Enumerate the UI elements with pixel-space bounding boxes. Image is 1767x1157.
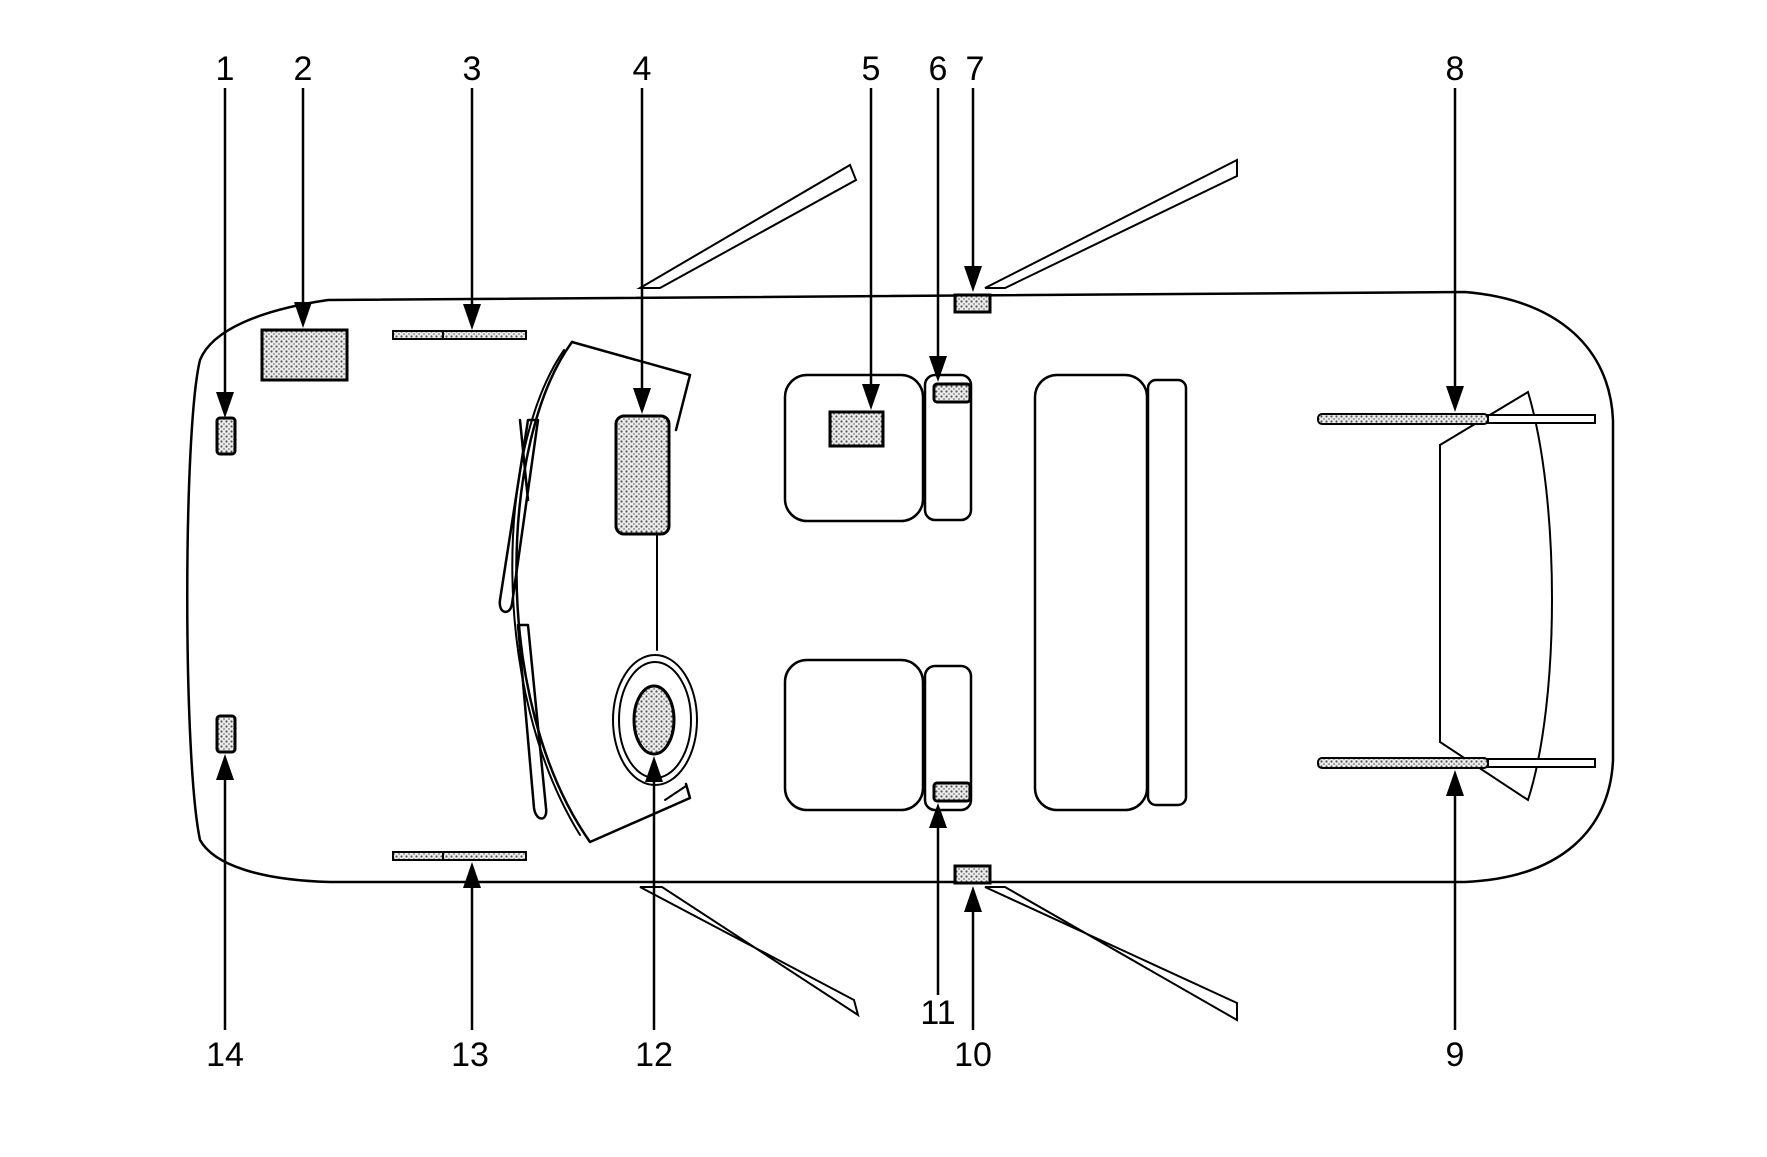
- component-6: [932, 382, 972, 404]
- component-13: [392, 851, 527, 861]
- component-2: [260, 328, 349, 382]
- callout-6: 6: [929, 50, 948, 88]
- component-4: [614, 414, 671, 536]
- door-rear-right: [984, 886, 1238, 1022]
- callout-10: 10: [954, 1036, 992, 1074]
- callout-12: 12: [635, 1036, 673, 1074]
- callout-7: 7: [966, 50, 985, 88]
- arrowhead-2: [294, 302, 312, 328]
- component-11: [932, 781, 972, 803]
- steering-wheel-airbag-module: [632, 684, 676, 756]
- component-8: [1317, 413, 1596, 425]
- rear-seat: [1033, 373, 1188, 812]
- dash-panel: [570, 340, 692, 432]
- windshield-inner: [511, 349, 581, 836]
- arrowhead-7: [964, 266, 982, 292]
- callout-13: 13: [451, 1036, 489, 1074]
- callout-1: 1: [216, 50, 235, 88]
- steering-column-bracket: [664, 785, 687, 801]
- rear-seat-cushion: [1033, 373, 1149, 812]
- component-1: [215, 416, 237, 456]
- front-right-seat-cushion: [783, 658, 925, 812]
- arrowhead-11: [929, 803, 947, 828]
- arrowhead-10: [964, 886, 982, 912]
- arrowhead-13: [463, 862, 481, 888]
- front-left-seat-back: [923, 373, 973, 522]
- wiper-right: [516, 623, 548, 820]
- arrowhead-14: [216, 754, 234, 780]
- callout-5: 5: [862, 50, 881, 88]
- leader-lines: [216, 88, 1464, 1030]
- front-seats: [783, 373, 973, 812]
- rear-window: [1439, 390, 1553, 802]
- front-right-seat-back: [923, 664, 973, 812]
- door-front-right: [639, 886, 860, 1018]
- wipers: [498, 418, 548, 820]
- windshield-outer: [515, 340, 692, 844]
- rear-seat-back: [1146, 378, 1188, 807]
- component-14: [215, 714, 237, 754]
- component-3: [392, 330, 527, 340]
- vehicle-body-outline: [186, 290, 1615, 884]
- wiper-left: [498, 418, 540, 613]
- arrowhead-8: [1446, 386, 1464, 412]
- arrowhead-5: [862, 384, 880, 410]
- door-front-left: [636, 163, 858, 289]
- callout-14: 14: [206, 1036, 244, 1074]
- open-doors: [636, 158, 1238, 1022]
- arrowhead-12: [645, 756, 663, 782]
- callout-4: 4: [633, 50, 652, 88]
- callout-9: 9: [1446, 1036, 1465, 1074]
- callout-labels: 1 2 3 4 5 6 7 8 9 10 11 12 13 14: [206, 50, 1464, 1074]
- callout-2: 2: [294, 50, 313, 88]
- front-left-seat-cushion: [783, 373, 925, 523]
- component-10: [953, 864, 992, 885]
- arrowhead-3: [463, 304, 481, 330]
- arrowhead-6: [929, 356, 947, 382]
- component-7: [953, 293, 992, 314]
- windshield: [511, 340, 692, 844]
- callout-11: 11: [920, 994, 955, 1032]
- component-9: [1317, 757, 1596, 769]
- door-rear-left: [984, 158, 1238, 289]
- components: [215, 293, 1596, 885]
- callout-8: 8: [1446, 50, 1465, 88]
- arrowhead-1: [216, 392, 234, 418]
- callout-3: 3: [463, 50, 482, 88]
- component-5: [828, 410, 885, 448]
- arrowhead-4: [633, 388, 651, 414]
- rear-window-frame: [1439, 390, 1553, 802]
- arrowhead-9: [1446, 770, 1464, 796]
